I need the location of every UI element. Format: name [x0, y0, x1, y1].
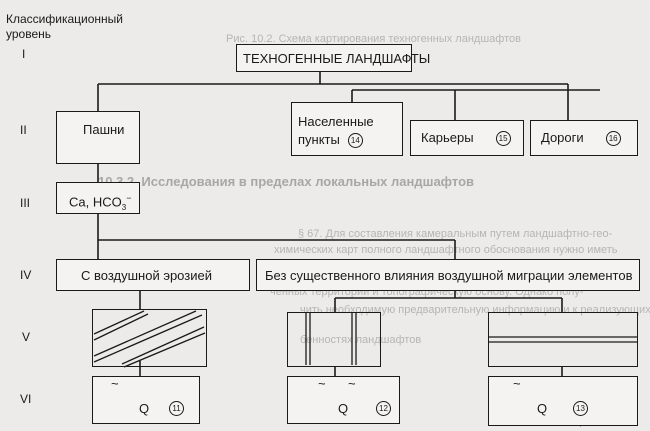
ghost-heading: 10.3.2. Исследования в пределах локальны…	[98, 174, 475, 189]
q-box-11: ~ Q 11	[92, 376, 200, 424]
ghost-para-5: бенностях ландшафтов	[300, 334, 422, 346]
q-box-12: ~ ~ Q 12	[287, 376, 400, 424]
level-label-4: IV	[20, 268, 32, 282]
root-node: ТЕХНОГЕННЫЕ ЛАНДШАФТЫ	[236, 44, 430, 72]
vertical-dividers	[305, 313, 357, 365]
pattern-box-horizontal	[488, 312, 638, 367]
horizontal-band	[489, 336, 637, 343]
circled-number-16: 16	[605, 131, 621, 147]
node-naselennye-label-1: Населенные	[298, 114, 374, 129]
node-chemistry-label: Ca, HCO3−	[69, 193, 132, 212]
circled-number-11: 11	[169, 401, 184, 416]
tilde-mark-12a: ~	[318, 376, 326, 391]
q-symbol-13: Q	[537, 401, 548, 416]
level-label-2: II	[20, 123, 27, 137]
circled-number-15: 15	[495, 131, 511, 147]
circled-number-13: 13	[573, 401, 588, 416]
node-chemistry: Ca, HCO3−	[56, 182, 140, 214]
node-pashni: Пашни	[56, 111, 140, 164]
header-line-1: Классификационный	[6, 12, 123, 26]
q-box-13: ~ Q 13	[488, 376, 638, 426]
node-no-migration-label: Без существенного влияния воздушной мигр…	[265, 268, 633, 283]
pattern-box-vertical	[287, 312, 381, 367]
root-node-label: ТЕХНОГЕННЫЕ ЛАНДШАФТЫ	[243, 51, 431, 66]
tilde-mark-13: ~	[513, 376, 521, 391]
ghost-caption: Рис. 10.2. Схема картирования техногенны…	[226, 33, 521, 45]
q-symbol-12: Q	[338, 401, 349, 416]
ghost-para-1: § 67. Для составления камеральным путем …	[298, 228, 613, 240]
q-symbol-11: Q	[139, 401, 150, 416]
level-label-5: V	[22, 330, 31, 344]
node-pashni-label: Пашни	[83, 122, 125, 137]
tilde-mark-12b: ~	[348, 376, 356, 391]
level-label-6: VI	[20, 392, 32, 406]
pattern-box-hatched	[92, 309, 207, 367]
ghost-para-2: химических карт полного ландшафтного обо…	[274, 244, 618, 256]
erosion-hatching	[93, 310, 206, 368]
circled-number-14: 14	[347, 133, 363, 149]
node-erosion: С воздушной эрозией	[56, 259, 250, 291]
node-no-migration: Без существенного влияния воздушной мигр…	[256, 259, 640, 291]
level-label-1: I	[22, 47, 26, 61]
header-line-2: уровень	[6, 27, 52, 41]
node-erosion-label: С воздушной эрозией	[81, 268, 212, 283]
tilde-mark-11: ~	[111, 376, 119, 391]
level-label-3: III	[20, 196, 31, 210]
circled-number-12: 12	[376, 401, 391, 416]
